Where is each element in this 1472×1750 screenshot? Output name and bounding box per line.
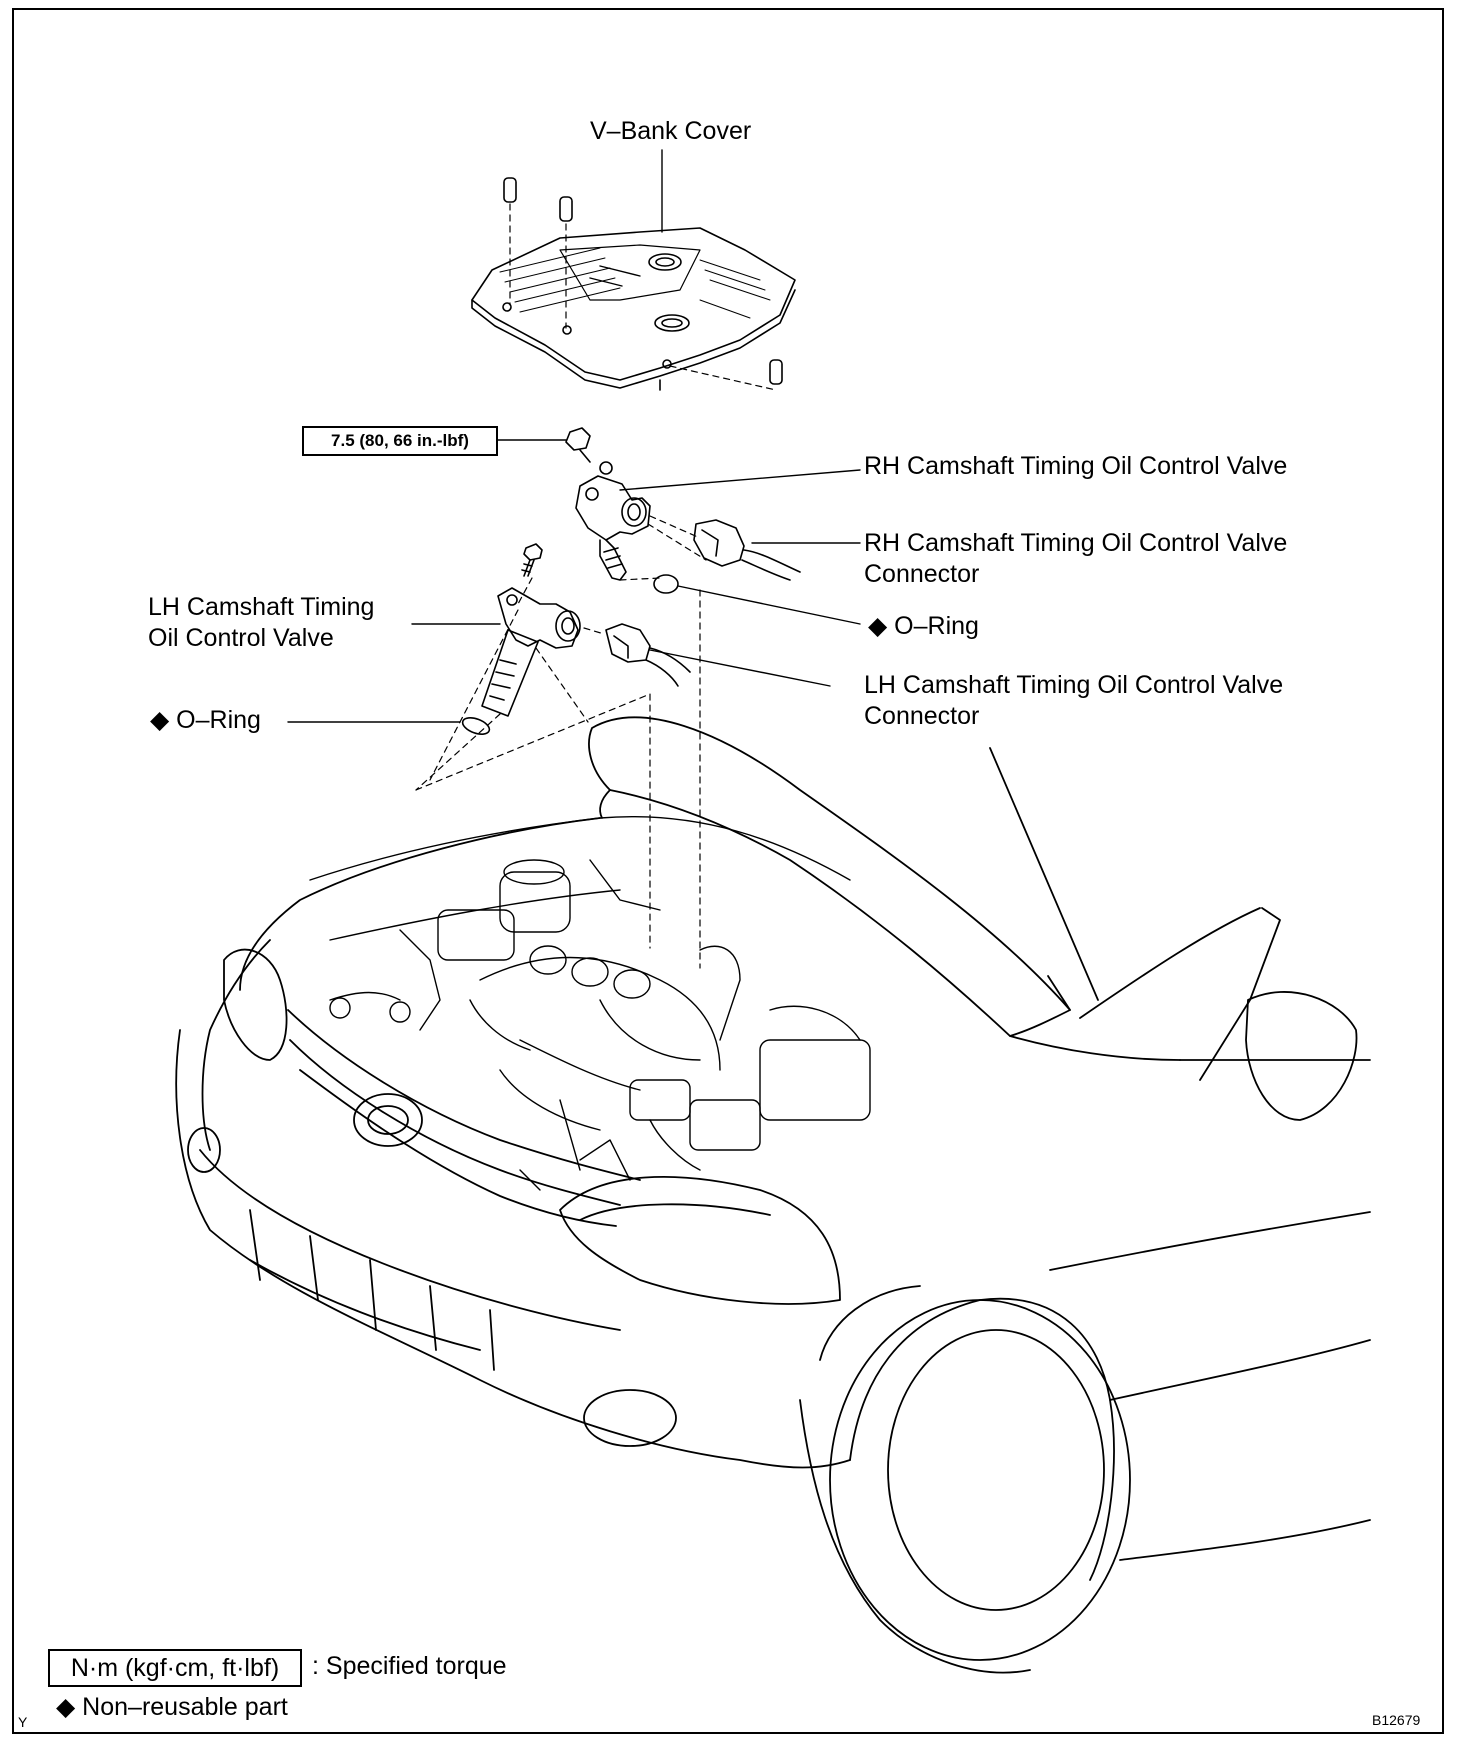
vehicle-outline	[175, 716, 1371, 1674]
label-lh-connector-line1: LH Camshaft Timing Oil Control Valve	[864, 671, 1284, 699]
label-rh-connector-line1: RH Camshaft Timing Oil Control Valve	[864, 529, 1288, 557]
label-lh-valve-line2: Oil Control Valve	[148, 624, 334, 652]
torque-spec-box: 7.5 (80, 66 in.-lbf)	[302, 426, 498, 456]
label-lh-connector-line2: Connector	[864, 702, 980, 730]
cover-grommets	[503, 177, 783, 385]
rh-o-ring	[653, 574, 679, 594]
dashed-guides-rh	[619, 515, 707, 969]
lh-o-ring	[461, 717, 491, 735]
label-v-bank-cover: V–Bank Cover	[590, 117, 752, 145]
corner-letter: Y	[18, 1714, 28, 1730]
rh-oil-control-valve	[575, 475, 651, 581]
v-bank-cover	[471, 227, 796, 391]
dashed-guides-cover	[509, 203, 777, 391]
diagram-frame	[12, 8, 1444, 1734]
legend-torque-desc: : Specified torque	[312, 1652, 507, 1680]
lh-oil-control-valve	[481, 587, 581, 717]
dashed-guides-lh	[415, 577, 651, 949]
label-rh-connector-line2: Connector	[864, 560, 980, 588]
label-rh-valve: RH Camshaft Timing Oil Control Valve	[864, 452, 1288, 480]
engine-bay	[309, 816, 871, 1191]
lh-bolt	[521, 543, 543, 577]
lh-connector	[605, 623, 691, 687]
rh-connector	[693, 519, 801, 581]
legend-torque-unit-box: N·m (kgf·cm, ft·lbf)	[48, 1649, 302, 1687]
rh-bolt	[565, 427, 613, 475]
figure-id: B12679	[1372, 1712, 1421, 1728]
label-o-ring-left: ◆ O–Ring	[150, 706, 261, 734]
label-o-ring-right: ◆ O–Ring	[868, 612, 979, 640]
label-lh-valve-line1: LH Camshaft Timing	[148, 593, 375, 621]
legend-nonreusable: ◆ Non–reusable part	[56, 1693, 288, 1721]
